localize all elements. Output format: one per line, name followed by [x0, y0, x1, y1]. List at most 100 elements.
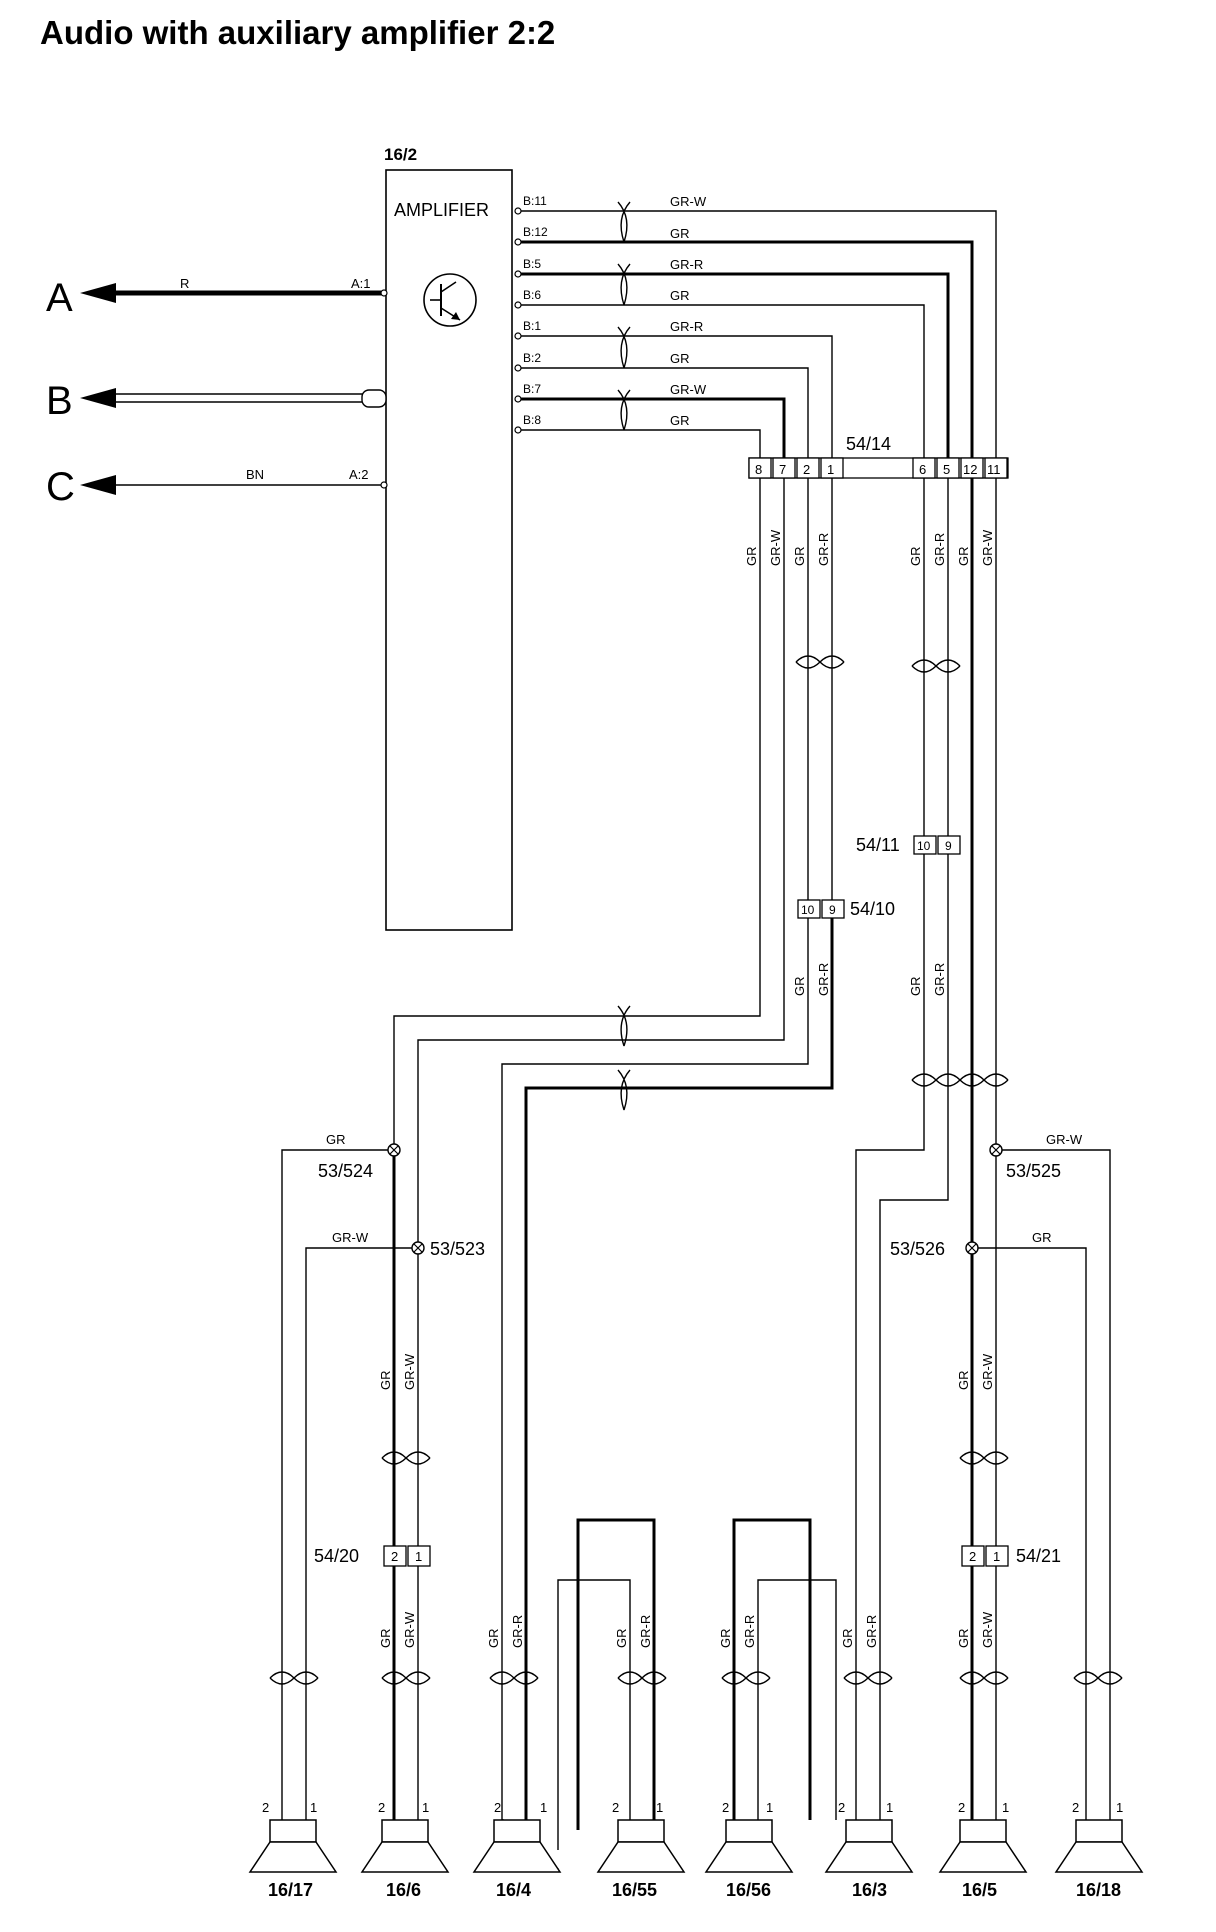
upper-wire-labels: GR GR-W GR GR-R GR GR-R GR GR-W GR GR-R … — [744, 529, 995, 996]
amp-output-pins: B:11 B:12 B:5 B:6 B:1 B:2 B:7 B:8 GR-W G… — [523, 194, 707, 428]
connector-name: 54/10 — [850, 899, 895, 919]
wire-color-label: GR-R — [670, 319, 703, 334]
arrow-left-icon — [80, 283, 116, 303]
output-c: C BN A:2 — [46, 465, 388, 509]
speaker-16-3: 2 1 16/3 — [824, 1800, 914, 1900]
wire-color-label: GR-W — [1046, 1132, 1083, 1147]
output-b-letter: B — [46, 379, 73, 423]
amp-wires — [514, 201, 997, 464]
speaker-name: 16/5 — [962, 1880, 997, 1900]
connector-pin: 2 — [803, 462, 810, 477]
splice-name: 53/523 — [430, 1239, 485, 1259]
wire-color-label: GR-R — [816, 963, 831, 996]
output-a-wire: R — [180, 276, 189, 291]
speaker-pin: 1 — [656, 1800, 663, 1815]
amp-pin-label: B:1 — [523, 319, 541, 333]
speaker-16-55: 2 1 16/55 — [596, 1800, 686, 1900]
wire-color-label: GR-W — [670, 382, 707, 397]
speaker-pin: 1 — [310, 1800, 317, 1815]
page-title: Audio with auxiliary amplifier 2:2 — [40, 14, 556, 51]
speaker-pin: 1 — [1116, 1800, 1123, 1815]
connector-pin: 1 — [415, 1549, 422, 1564]
wire-color-label: GR-W — [402, 1353, 417, 1390]
speaker-pin: 1 — [886, 1800, 893, 1815]
wire-color-label: GR — [326, 1132, 346, 1147]
connector-name: 54/21 — [1016, 1546, 1061, 1566]
wire-color-label: GR — [378, 1371, 393, 1391]
wire-color-label: GR-R — [742, 1615, 757, 1648]
speaker-icon — [704, 1819, 794, 1873]
amp-pin-label: B:11 — [523, 194, 547, 208]
vertical-harness — [392, 478, 1009, 1820]
connector-name: 54/11 — [856, 835, 900, 855]
connector-name: 54/14 — [846, 434, 891, 454]
speaker-name: 16/3 — [852, 1880, 887, 1900]
output-a-pin: A:1 — [351, 276, 371, 291]
speaker-pin: 1 — [766, 1800, 773, 1815]
connector-pin: 9 — [829, 903, 836, 917]
amplifier-unit: 16/2 AMPLIFIER — [384, 145, 513, 931]
speaker-16-17: 2 1 16/17 — [248, 1800, 338, 1900]
speaker-pin: 2 — [1072, 1800, 1079, 1815]
wire-color-label: GR — [956, 547, 971, 567]
speaker-pin: 2 — [958, 1800, 965, 1815]
speaker-name: 16/55 — [612, 1880, 657, 1900]
speaker-name: 16/4 — [496, 1880, 531, 1900]
wire-color-label: GR-W — [980, 529, 995, 566]
amp-pin-label: B:8 — [523, 413, 541, 427]
wire-color-label: GR-R — [864, 1615, 879, 1648]
amp-pin-label: B:7 — [523, 382, 541, 396]
connector-pin: 2 — [969, 1549, 976, 1564]
amp-pin-label: B:2 — [523, 351, 541, 365]
connector-pin: 5 — [943, 462, 950, 477]
speaker-name: 16/18 — [1076, 1880, 1121, 1900]
connector-54-10: 10 9 54/10 — [797, 899, 895, 919]
output-a: A R A:1 — [46, 276, 388, 320]
speaker-icon — [360, 1819, 450, 1873]
splice-53-525: 53/525 GR-W — [989, 1132, 1083, 1181]
connector-54-14: 54/14 8 7 2 1 6 5 12 11 — [748, 434, 1009, 479]
output-c-letter: C — [46, 465, 75, 509]
speaker-pin: 2 — [838, 1800, 845, 1815]
connector-pin: 2 — [391, 1549, 398, 1564]
speaker-pin: 2 — [722, 1800, 729, 1815]
speaker-name: 16/17 — [268, 1880, 313, 1900]
connector-pin: 6 — [919, 462, 926, 477]
connector-pin: 1 — [993, 1549, 1000, 1564]
wire-color-label: GR-W — [402, 1611, 417, 1648]
wire-color-label: GR-R — [510, 1615, 525, 1648]
arrow-left-icon — [80, 475, 116, 495]
speaker-16-18: 2 1 16/18 — [1054, 1800, 1144, 1900]
speaker-16-4: 2 1 16/4 — [472, 1800, 562, 1900]
speaker-pin: 1 — [422, 1800, 429, 1815]
speaker-icon — [1054, 1819, 1144, 1873]
speaker-name: 16/56 — [726, 1880, 771, 1900]
speaker-pin: 2 — [494, 1800, 501, 1815]
amplifier-label: AMPLIFIER — [394, 200, 489, 220]
speaker-name: 16/6 — [386, 1880, 421, 1900]
speaker-pin: 2 — [262, 1800, 269, 1815]
wire-color-label: GR — [744, 547, 759, 567]
splice-name: 53/524 — [318, 1161, 373, 1181]
speaker-pin: 2 — [612, 1800, 619, 1815]
speaker-icon — [472, 1819, 562, 1873]
wire-color-label: GR — [614, 1629, 629, 1649]
connector-54-11: 54/11 10 9 — [856, 835, 961, 855]
output-b: B — [46, 379, 387, 423]
lower-twists — [269, 1451, 1123, 1685]
output-c-pin: A:2 — [349, 467, 369, 482]
splice-53-524: 53/524 GR — [318, 1132, 401, 1181]
connector-pin: 10 — [917, 839, 931, 853]
speaker-icon — [248, 1819, 338, 1873]
amp-pin-label: B:5 — [523, 257, 541, 271]
splice-name: 53/525 — [1006, 1161, 1061, 1181]
speakers: 2 1 16/17 2 1 16/6 2 1 16/4 — [248, 1800, 1144, 1900]
wire-color-label: GR — [670, 288, 690, 303]
connector-pin: 8 — [755, 462, 762, 477]
wire-color-label: GR — [670, 351, 690, 366]
wire-color-label: GR — [670, 413, 690, 428]
wire-color-label: GR — [670, 226, 690, 241]
wire-color-label: GR — [956, 1371, 971, 1391]
wire-color-label: GR — [792, 977, 807, 997]
